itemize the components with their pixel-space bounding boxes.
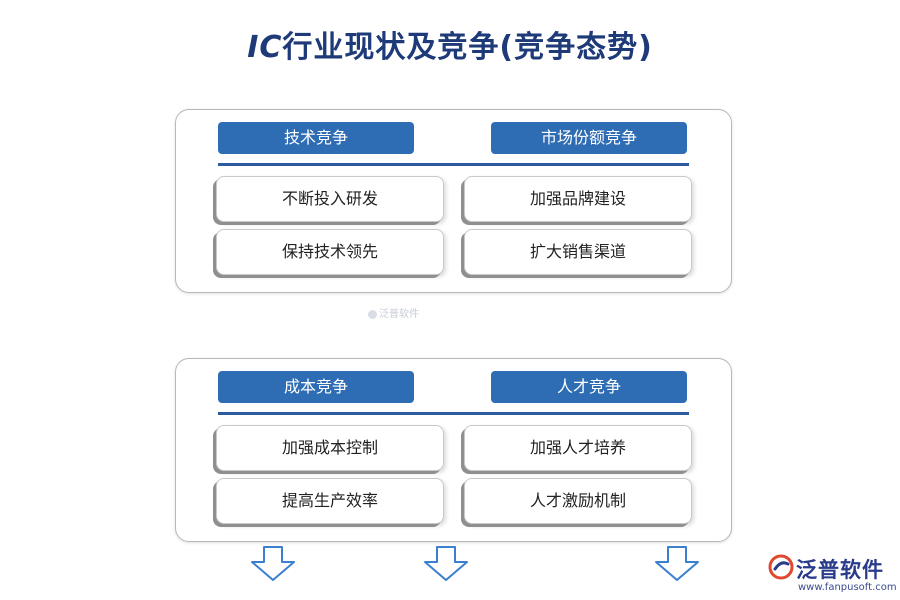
watermark-text: 泛普软件 <box>379 309 419 320</box>
item-brand-building: 加强品牌建设 <box>464 176 692 222</box>
brand-logo: 泛普软件 www.fanpusoft.com <box>768 554 897 598</box>
header-tech-competition: 技术竞争 <box>218 122 414 154</box>
down-arrow-icon <box>655 546 699 581</box>
divider-line <box>218 163 689 166</box>
item-cost-control: 加强成本控制 <box>216 425 444 471</box>
item-tech-leadership: 保持技术领先 <box>216 229 444 275</box>
panel-tech-market: 技术竞争 市场份额竞争 不断投入研发 加强品牌建设 保持技术领先 扩大销售渠道 <box>175 109 732 293</box>
panel-cost-talent: 成本竞争 人才竞争 加强成本控制 加强人才培养 提高生产效率 人才激励机制 <box>175 358 732 542</box>
header-talent-competition: 人才竞争 <box>491 371 687 403</box>
item-talent-incentive: 人才激励机制 <box>464 478 692 524</box>
header-cost-competition: 成本竞争 <box>218 371 414 403</box>
header-market-share-competition: 市场份额竞争 <box>491 122 687 154</box>
fanpu-logo-icon <box>768 554 794 580</box>
logo-url: www.fanpusoft.com <box>798 582 897 593</box>
down-arrow-icon <box>424 546 468 581</box>
page-title: IC行业现状及竞争(竞争态势) <box>0 22 900 66</box>
item-sales-channels: 扩大销售渠道 <box>464 229 692 275</box>
item-production-efficiency: 提高生产效率 <box>216 478 444 524</box>
down-arrow-icon <box>251 546 295 581</box>
item-talent-training: 加强人才培养 <box>464 425 692 471</box>
logo-name: 泛普软件 <box>796 558 884 582</box>
watermark-logo-icon <box>368 309 377 319</box>
item-rd-investment: 不断投入研发 <box>216 176 444 222</box>
title-text: 行业现状及竞争(竞争态势) <box>282 30 653 65</box>
title-prefix: IC <box>247 30 283 65</box>
divider-line <box>218 412 689 415</box>
watermark: 泛普软件 <box>368 305 419 320</box>
